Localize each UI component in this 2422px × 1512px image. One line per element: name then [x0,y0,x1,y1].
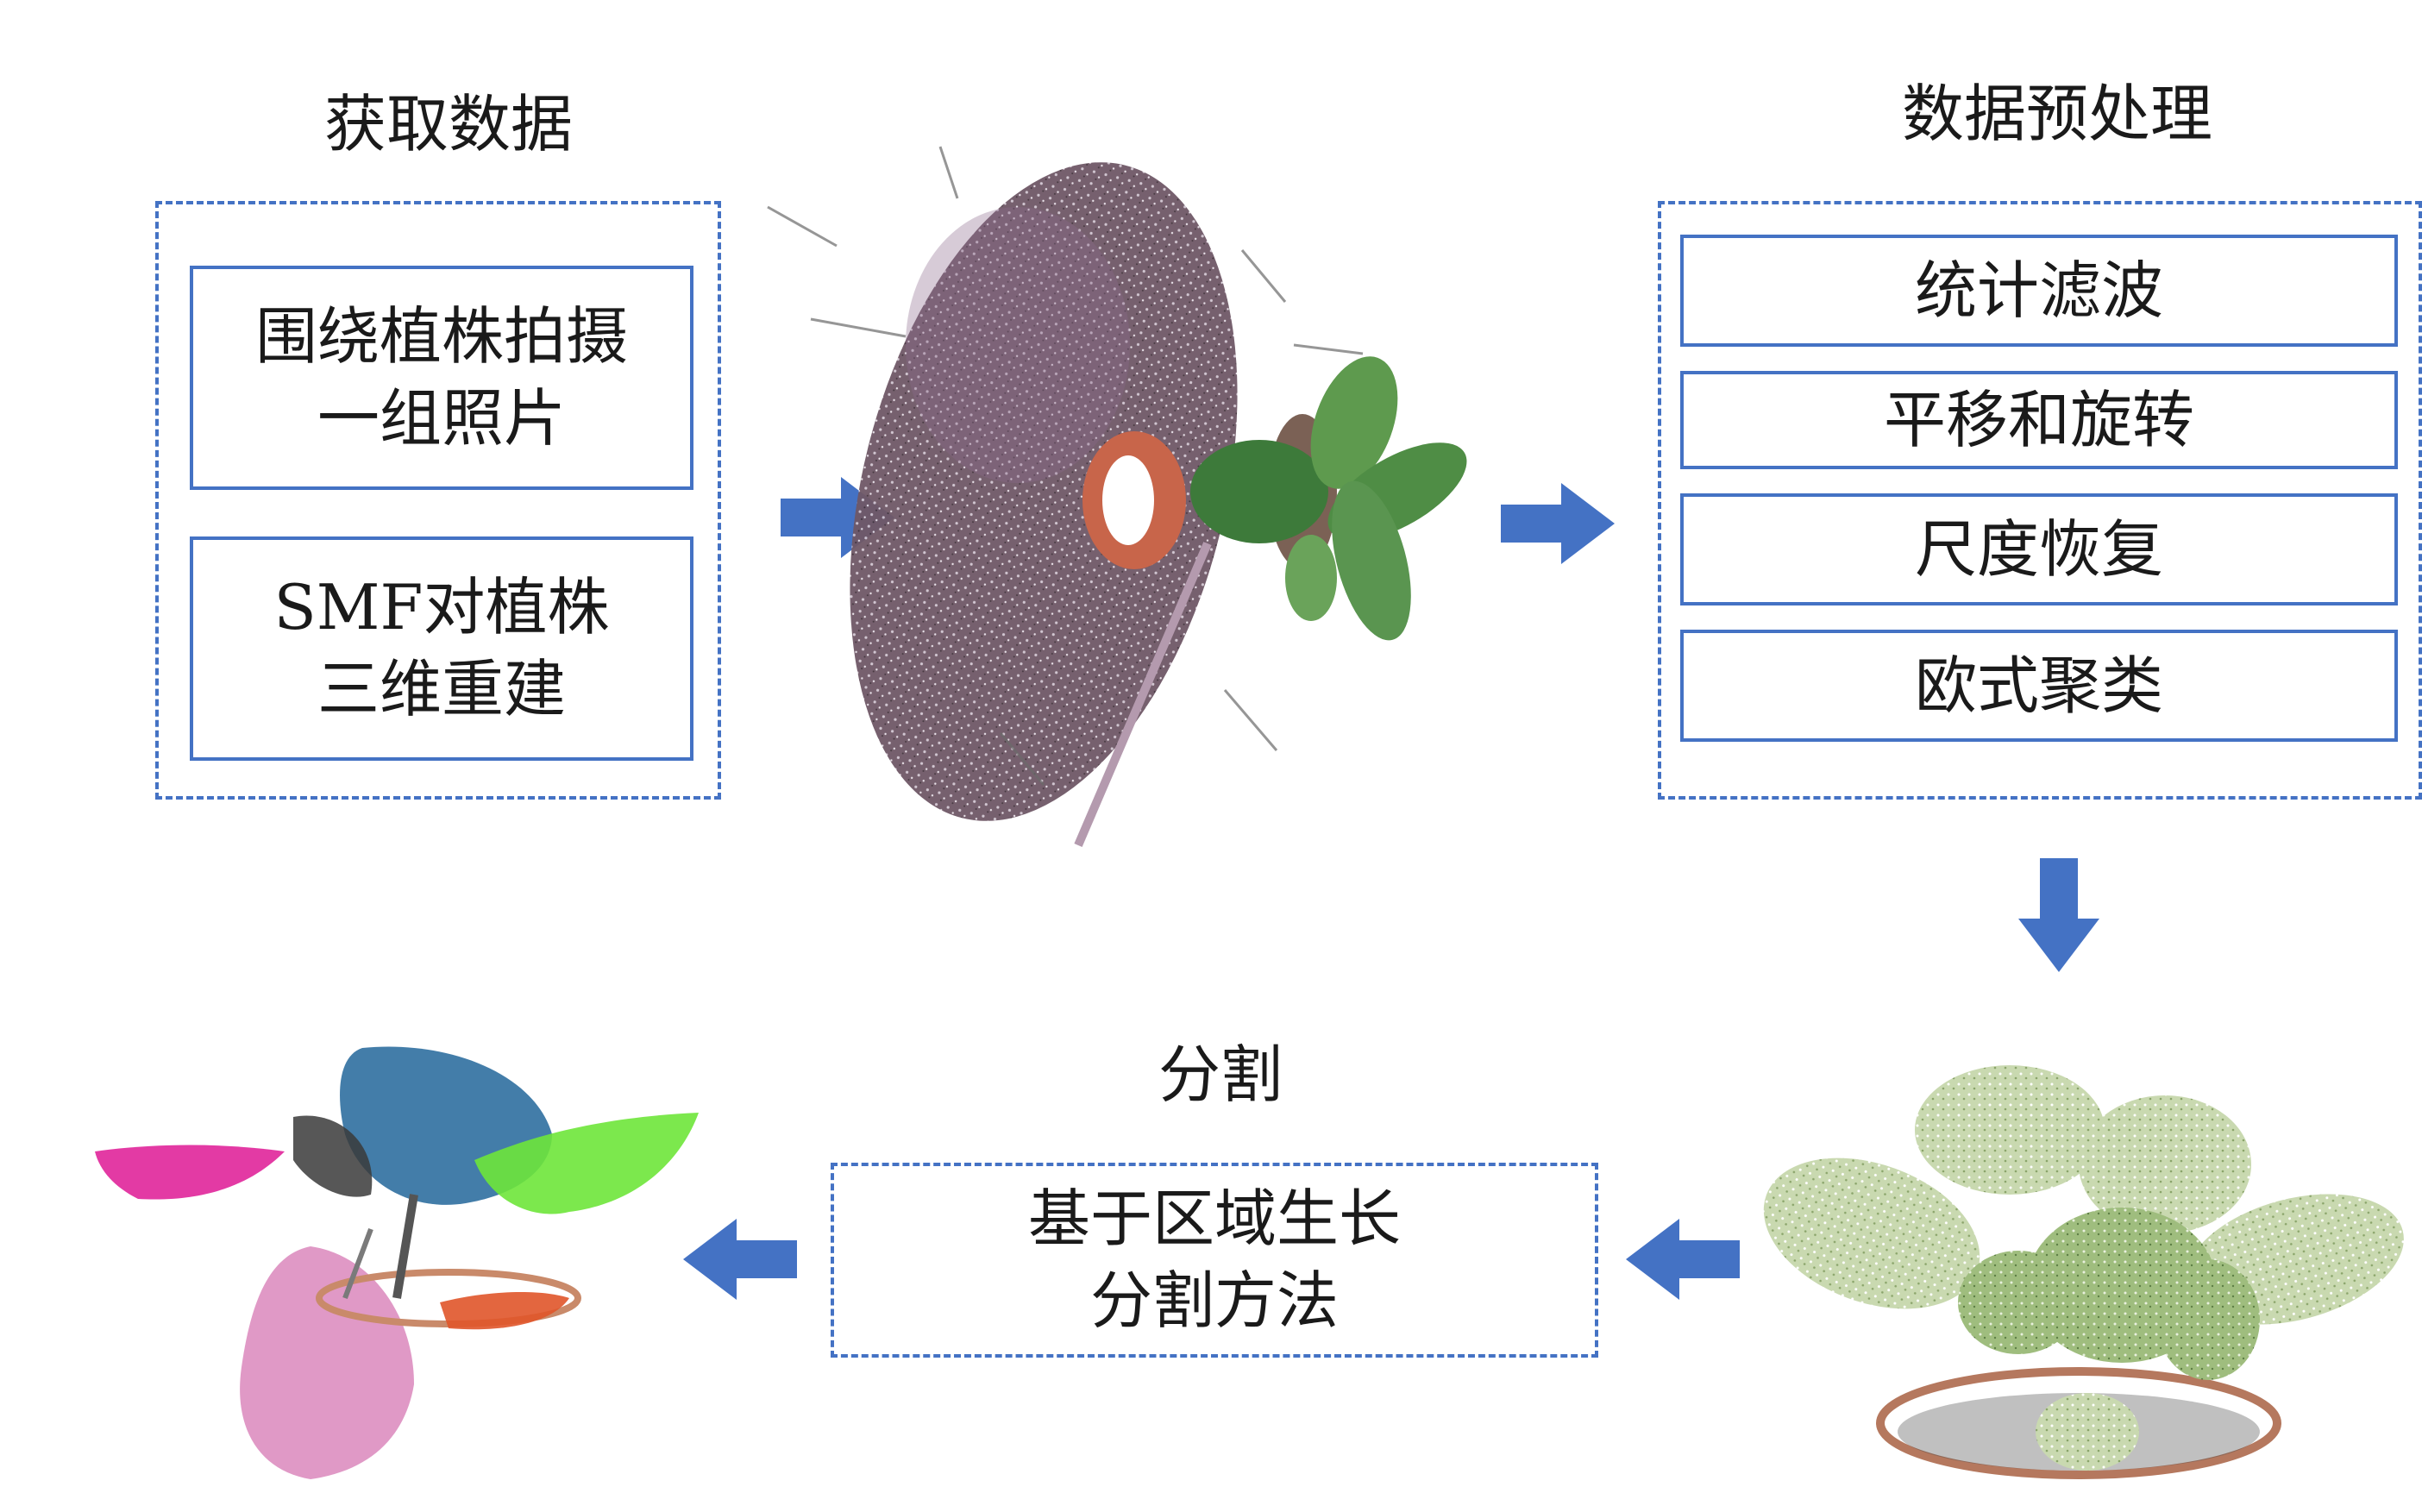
segmentation-title: 分割 [1158,1038,1283,1111]
raw-point-cloud-image [767,146,1467,847]
arrow-left-icon [683,1219,797,1300]
acquire-photo-line1: 围绕植株拍摄 [254,299,628,373]
preprocess-step-3-label: 尺度恢复 [1914,513,2163,586]
acquire-group [155,201,721,800]
preprocess-step-4-label: 欧式聚类 [1914,649,2163,722]
segmentation-method-line2: 分割方法 [1089,1264,1339,1337]
acquire-title: 获取数据 [323,88,573,160]
preprocess-step-4: 欧式聚类 [1680,630,2398,742]
acquire-reconstruct-box: SMF对植株 三维重建 [190,536,693,761]
segmentation-method-line1: 基于区域生长 [1027,1182,1401,1255]
preprocessed-plant-point-cloud-image [1763,1065,2404,1479]
preprocess-step-3: 尺度恢复 [1680,493,2398,605]
preprocess-step-1: 统计滤波 [1680,235,2398,347]
acquire-photo-line2: 一组照片 [317,382,566,455]
preprocess-group [1658,201,2422,800]
segmentation-method-box: 基于区域生长 分割方法 [831,1163,1598,1358]
preprocess-step-1-label: 统计滤波 [1914,254,2163,327]
acquire-reconstruct-line1: SMF对植株 [273,570,610,643]
arrow-left-icon [1626,1219,1740,1300]
preprocess-title: 数据预处理 [1901,78,2212,150]
arrow-down-icon [2018,858,2099,972]
preprocess-step-2: 平移和旋转 [1680,371,2398,469]
segmented-plant-point-cloud-image [95,1046,699,1479]
acquire-photo-box: 围绕植株拍摄 一组照片 [190,266,693,490]
arrow-right-icon [1501,483,1615,564]
preprocess-step-2-label: 平移和旋转 [1883,384,2194,456]
acquire-reconstruct-line2: 三维重建 [317,653,566,725]
